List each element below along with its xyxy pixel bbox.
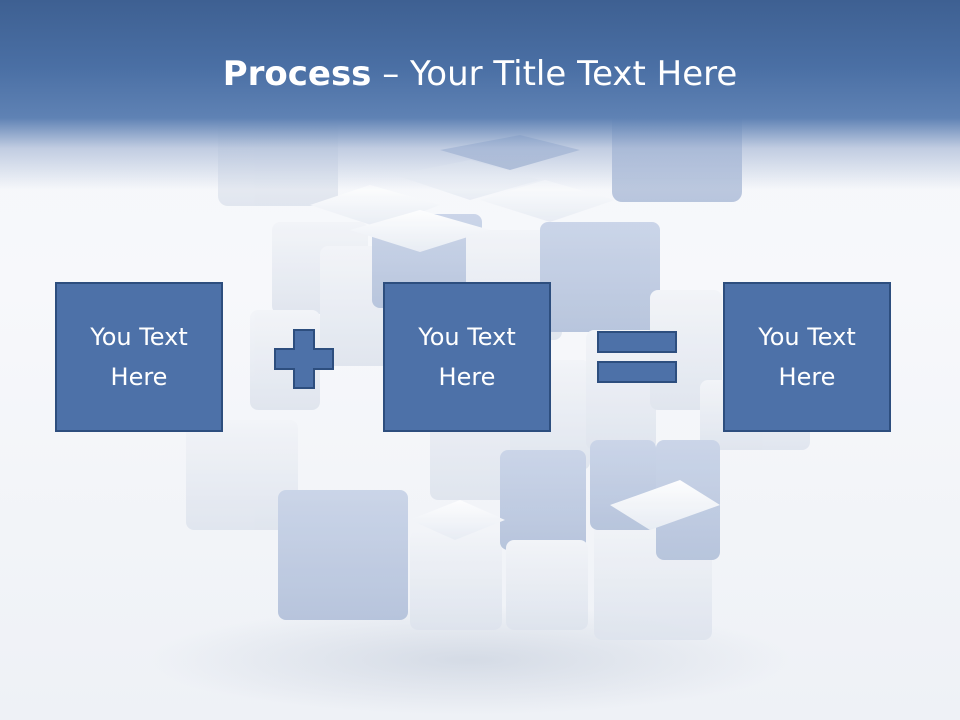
slide-title: Process – Your Title Text Here bbox=[0, 52, 960, 96]
text-box-1[interactable]: You Text Here bbox=[55, 282, 223, 432]
text-box-2[interactable]: You Text Here bbox=[383, 282, 551, 432]
text-box-3[interactable]: You Text Here bbox=[723, 282, 891, 432]
equals-icon bbox=[597, 331, 677, 383]
text-box-3-label: You Text Here bbox=[758, 323, 856, 391]
title-rest-text: – Your Title Text Here bbox=[371, 54, 738, 94]
plus-icon bbox=[274, 329, 334, 389]
title-bold-text: Process bbox=[222, 54, 372, 94]
text-box-1-label: You Text Here bbox=[90, 323, 188, 391]
text-box-2-label: You Text Here bbox=[418, 323, 516, 391]
title-bar bbox=[0, 0, 960, 190]
